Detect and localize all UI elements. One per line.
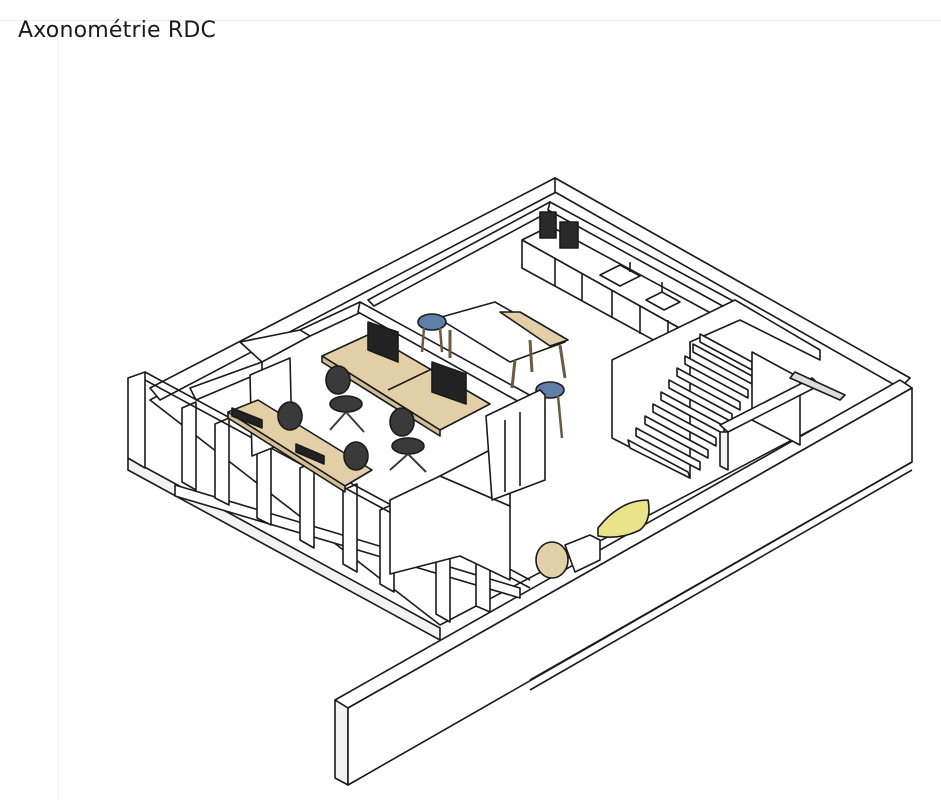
- partition-left-room: [239, 329, 311, 363]
- page-title: Axonométrie RDC: [18, 18, 217, 43]
- computer-monitor-icon: [231, 321, 467, 465]
- sink-icon: [599, 262, 681, 311]
- office-chair-icon: [277, 365, 425, 471]
- page-top-divider: [0, 20, 941, 21]
- coffee-machine-icon: [539, 211, 579, 249]
- page-left-divider: [58, 40, 59, 800]
- meeting-table: [437, 301, 569, 389]
- round-side-table-icon: [535, 541, 569, 579]
- staircase-icon: [627, 333, 753, 479]
- wall-front-right-face: [334, 699, 349, 786]
- lounge-armchair-icon: [597, 499, 650, 538]
- bar-stool-icon: [417, 313, 565, 399]
- wall-front-right-reveal: [529, 469, 913, 691]
